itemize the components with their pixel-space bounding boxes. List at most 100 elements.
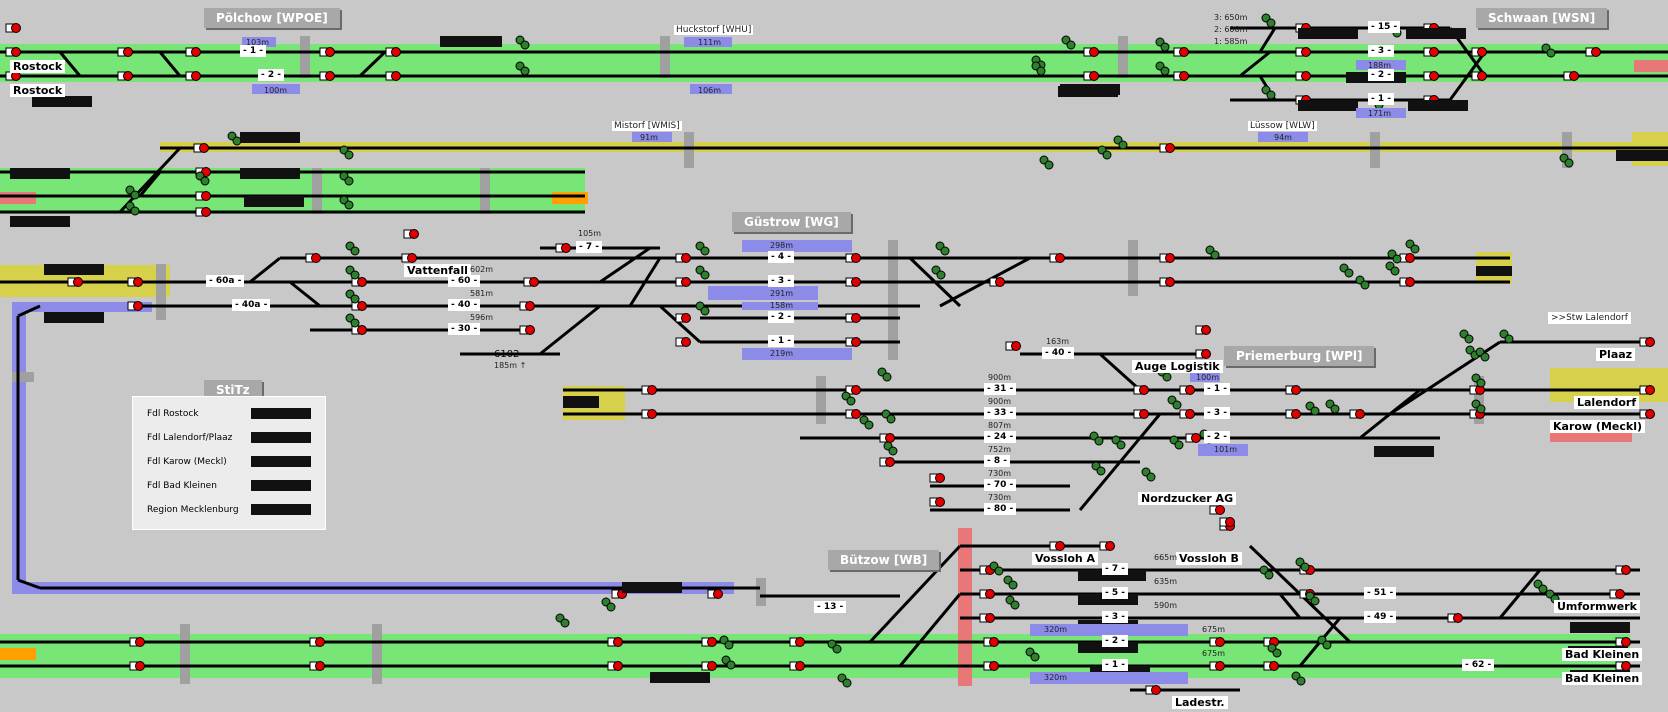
signal-icon[interactable]	[1209, 505, 1225, 515]
signal-icon[interactable]	[845, 313, 861, 323]
train-number-display[interactable]	[32, 96, 92, 107]
track[interactable]	[658, 304, 702, 344]
train-number-display[interactable]	[622, 582, 682, 593]
shunt-signal-icon[interactable]	[345, 241, 360, 256]
signal-icon[interactable]	[1049, 541, 1065, 551]
signal-icon[interactable]	[319, 47, 335, 57]
shunt-signal-icon[interactable]	[1471, 399, 1486, 414]
signal-icon[interactable]	[523, 277, 539, 287]
signal-icon[interactable]	[519, 325, 535, 335]
shunt-signal-icon[interactable]	[1533, 579, 1548, 594]
signal-icon[interactable]	[1049, 253, 1065, 263]
signal-icon[interactable]	[351, 301, 367, 311]
track[interactable]	[908, 256, 962, 308]
shunt-signal-icon[interactable]	[1545, 589, 1560, 604]
signal-icon[interactable]	[1639, 409, 1655, 419]
track[interactable]	[628, 257, 662, 307]
signal-icon[interactable]	[845, 277, 861, 287]
signal-icon[interactable]	[309, 637, 325, 647]
shunt-signal-icon[interactable]	[1061, 35, 1076, 50]
shunt-signal-icon[interactable]	[1405, 239, 1420, 254]
shunt-signal-icon[interactable]	[555, 613, 570, 628]
train-number-display[interactable]	[1058, 86, 1118, 97]
train-number-display[interactable]	[1406, 28, 1466, 39]
signal-icon[interactable]	[701, 661, 717, 671]
shunt-signal-icon[interactable]	[695, 241, 710, 256]
signal-icon[interactable]	[555, 243, 571, 253]
shunt-signal-icon[interactable]	[1261, 85, 1276, 100]
signal-icon[interactable]	[989, 277, 1005, 287]
signal-icon[interactable]	[351, 325, 367, 335]
stitz-display[interactable]	[251, 456, 311, 467]
shunt-signal-icon[interactable]	[515, 61, 530, 76]
signal-icon[interactable]	[1471, 47, 1487, 57]
shunt-signal-icon[interactable]	[1475, 347, 1490, 362]
shunt-signal-icon[interactable]	[515, 35, 530, 50]
signal-icon[interactable]	[1399, 253, 1415, 263]
shunt-signal-icon[interactable]	[1559, 153, 1574, 168]
signal-icon[interactable]	[1469, 385, 1485, 395]
signal-icon[interactable]	[641, 409, 657, 419]
stitz-display[interactable]	[251, 408, 311, 419]
train-number-display[interactable]	[1086, 570, 1146, 581]
shunt-signal-icon[interactable]	[339, 195, 354, 210]
track[interactable]	[158, 51, 182, 77]
shunt-signal-icon[interactable]	[1385, 261, 1400, 276]
shunt-signal-icon[interactable]	[1111, 435, 1126, 450]
stitz-display[interactable]	[251, 432, 311, 443]
track[interactable]	[939, 256, 1031, 308]
shunt-signal-icon[interactable]	[1155, 61, 1170, 76]
signal-icon[interactable]	[319, 71, 335, 81]
shunt-signal-icon[interactable]	[1305, 591, 1320, 606]
signal-icon[interactable]	[1173, 71, 1189, 81]
signal-icon[interactable]	[789, 661, 805, 671]
shunt-signal-icon[interactable]	[345, 313, 360, 328]
train-number-display[interactable]	[240, 168, 300, 179]
signal-icon[interactable]	[185, 47, 201, 57]
shunt-signal-icon[interactable]	[1031, 61, 1046, 76]
shunt-signal-icon[interactable]	[721, 655, 736, 670]
stitz-display[interactable]	[251, 504, 311, 515]
station-schwaan[interactable]: Schwaan [WSN]	[1476, 8, 1608, 28]
train-number-display[interactable]	[1298, 28, 1358, 39]
shunt-signal-icon[interactable]	[1025, 647, 1040, 662]
shunt-signal-icon[interactable]	[195, 171, 210, 186]
track[interactable]	[1498, 569, 1542, 619]
signal-icon[interactable]	[385, 47, 401, 57]
shunt-signal-icon[interactable]	[877, 367, 892, 382]
signal-icon[interactable]	[1563, 71, 1579, 81]
signal-icon[interactable]	[979, 613, 995, 623]
shunt-signal-icon[interactable]	[1471, 373, 1486, 388]
shunt-signal-icon[interactable]	[841, 391, 856, 406]
shunt-signal-icon[interactable]	[1267, 643, 1282, 658]
train-number-display[interactable]	[1078, 642, 1138, 653]
signal-icon[interactable]	[1219, 517, 1235, 527]
signal-icon[interactable]	[1615, 661, 1631, 671]
signal-icon[interactable]	[127, 301, 143, 311]
train-number-display[interactable]	[44, 264, 104, 275]
signal-icon[interactable]	[1285, 409, 1301, 419]
signal-icon[interactable]	[1423, 71, 1439, 81]
shunt-signal-icon[interactable]	[1339, 263, 1354, 278]
train-number-display[interactable]	[244, 196, 304, 207]
signal-icon[interactable]	[1195, 349, 1211, 359]
signal-icon[interactable]	[1295, 47, 1311, 57]
station-poelchow[interactable]: Pölchow [WPOE]	[204, 8, 340, 28]
signal-icon[interactable]	[1159, 143, 1175, 153]
train-number-display[interactable]	[1090, 666, 1150, 677]
signal-icon[interactable]	[1585, 47, 1601, 57]
track[interactable]	[1078, 413, 1162, 511]
shunt-signal-icon[interactable]	[881, 409, 896, 424]
signal-icon[interactable]	[675, 313, 691, 323]
signal-icon[interactable]	[607, 637, 623, 647]
signal-icon[interactable]	[1145, 685, 1161, 695]
signal-icon[interactable]	[983, 661, 999, 671]
signal-icon[interactable]	[117, 71, 133, 81]
train-number-display[interactable]	[440, 36, 500, 47]
signal-icon[interactable]	[1639, 385, 1655, 395]
signal-icon[interactable]	[1263, 661, 1279, 671]
signal-icon[interactable]	[5, 47, 21, 57]
shunt-signal-icon[interactable]	[1005, 595, 1020, 610]
signal-icon[interactable]	[1159, 277, 1175, 287]
train-number-display[interactable]	[650, 672, 710, 683]
